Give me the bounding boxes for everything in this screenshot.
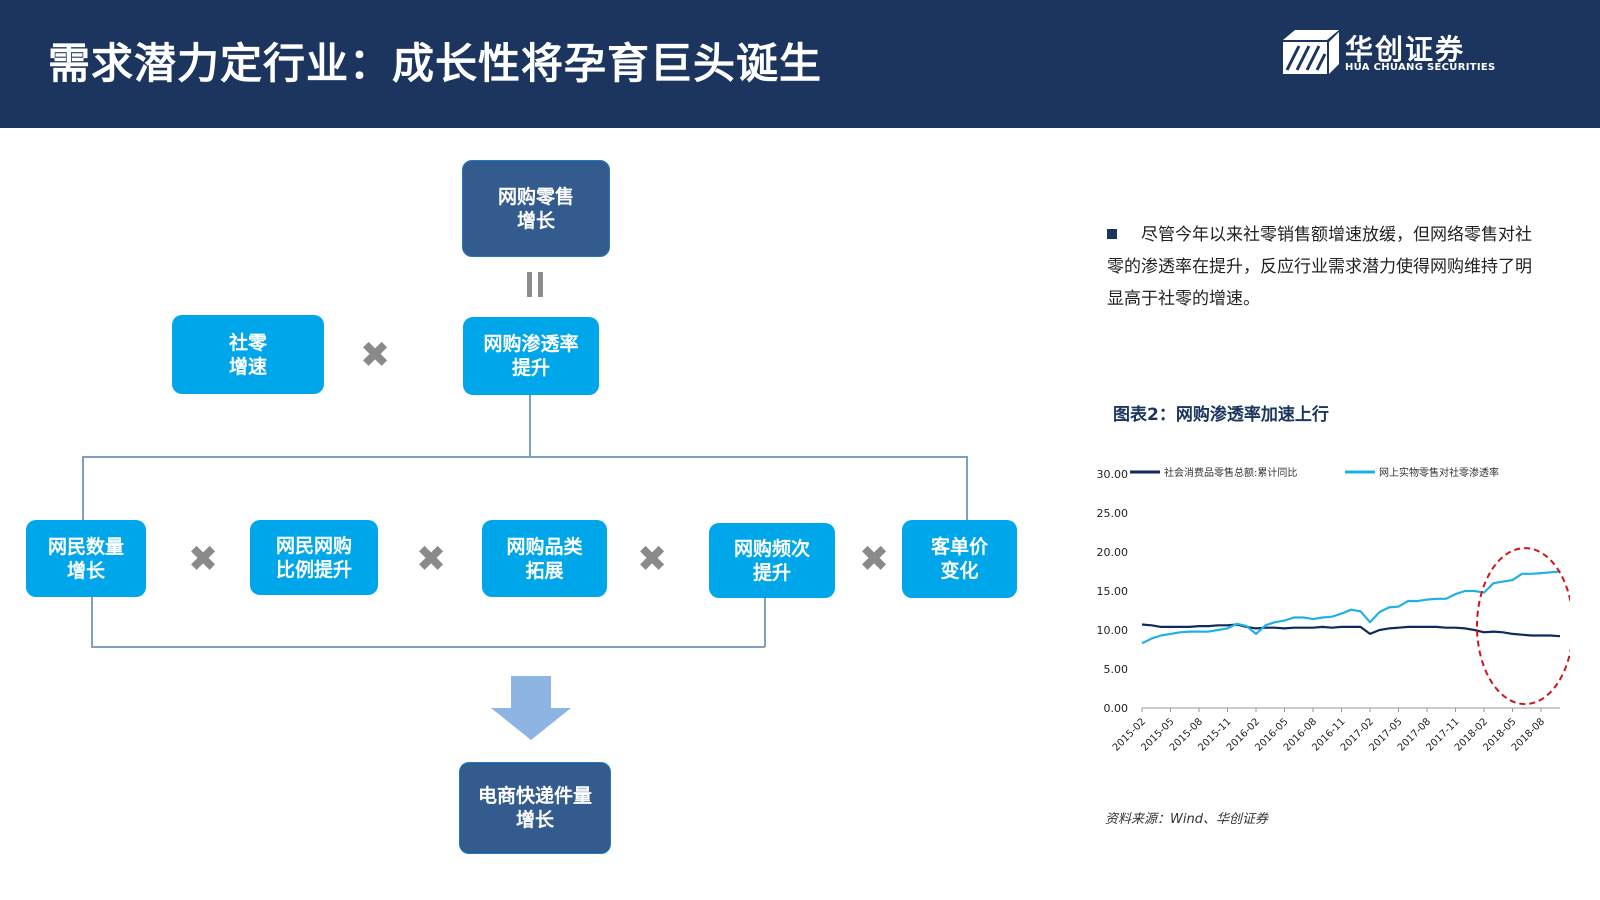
multiply-icon: ✖ [360, 335, 391, 376]
connector-line [529, 395, 531, 457]
node-label: 比例提升 [275, 558, 352, 581]
connector-line [91, 597, 93, 647]
node-label: 增长 [516, 209, 555, 232]
company-logo: 华创证券 HUA CHUANG SECURITIES [1283, 30, 1503, 76]
series-line-2 [1141, 570, 1561, 645]
equals-icon [527, 272, 545, 297]
y-tick-label: 0.00 [1104, 702, 1129, 715]
logo-english-name: HUA CHUANG SECURITIES [1345, 62, 1496, 73]
multiply-icon: ✖ [416, 539, 447, 580]
node-express-volume: 电商快递件量 增长 [459, 762, 611, 854]
node-label: 提升 [511, 357, 550, 379]
node-label: 网购频次 [733, 537, 810, 560]
node-basket-size: 客单价 变化 [902, 520, 1017, 598]
node-social-retail-growth: 社零 增速 [172, 315, 324, 394]
node-label: 网购渗透率 [483, 333, 579, 355]
node-label: 增速 [228, 355, 267, 378]
node-label: 增长 [66, 559, 105, 582]
node-label: 拓展 [525, 559, 564, 582]
node-label: 网购品类 [506, 535, 583, 558]
y-tick-label: 20.00 [1097, 546, 1129, 559]
highlight-ellipse [1476, 547, 1570, 706]
node-label: 网民数量 [47, 535, 124, 558]
series-line-1 [1141, 623, 1561, 638]
page-title: 需求潜力定行业：成长性将孕育巨头诞生 [48, 39, 823, 88]
header-bar: 需求潜力定行业：成长性将孕育巨头诞生 华创证券 HUA CHUANG SECUR… [0, 0, 1600, 128]
connector-line [91, 646, 765, 648]
arrow-down-icon [491, 676, 571, 740]
node-label: 提升 [752, 561, 791, 584]
y-tick-label: 5.00 [1104, 663, 1129, 676]
connector-line [966, 456, 968, 520]
source-note: 资料来源：Wind、华创证券 [1105, 812, 1268, 827]
multiply-icon: ✖ [637, 539, 668, 580]
node-online-retail-growth: 网购零售 增长 [462, 160, 610, 257]
node-label: 增长 [515, 809, 554, 831]
line-chart: 0.005.0010.0015.0020.0025.0030.002015-02… [1097, 466, 1570, 754]
node-netizen-count: 网民数量 增长 [26, 520, 146, 597]
node-shopper-ratio: 网民网购 比例提升 [250, 520, 378, 595]
node-label: 社零 [228, 331, 267, 354]
node-penetration-rise: 网购渗透率 提升 [463, 317, 599, 395]
y-tick-label: 15.00 [1097, 585, 1129, 598]
node-label: 变化 [940, 560, 979, 582]
connector-line [82, 456, 967, 458]
connector-line [764, 598, 766, 647]
node-category-expansion: 网购品类 拓展 [482, 520, 607, 597]
y-tick-label: 10.00 [1097, 624, 1129, 637]
node-label: 客单价 [930, 536, 988, 558]
logo-mark-icon [1283, 30, 1339, 74]
legend-label: 网上实物零售对社零渗透率 [1379, 466, 1499, 479]
node-frequency-rise: 网购频次 提升 [709, 523, 835, 598]
summary-paragraph: 尽管今年以来社零销售额增速放缓，但网络零售对社零的渗透率在提升，反应行业需求潜力… [1107, 225, 1532, 309]
logo-name: 华创证券 [1345, 33, 1466, 66]
multiply-icon: ✖ [188, 539, 219, 580]
connector-line [82, 456, 84, 520]
chart-title: 图表2：网购渗透率加速上行 [1113, 405, 1329, 425]
bullet-square-icon [1107, 229, 1117, 239]
node-label: 电商快递件量 [477, 785, 592, 807]
node-label: 网民网购 [275, 534, 352, 557]
node-label: 网购零售 [497, 185, 574, 208]
y-tick-label: 25.00 [1097, 507, 1129, 520]
legend-label: 社会消费品零售总额:累计同比 [1164, 466, 1297, 479]
multiply-icon: ✖ [859, 539, 890, 580]
y-tick-label: 30.00 [1097, 468, 1129, 481]
